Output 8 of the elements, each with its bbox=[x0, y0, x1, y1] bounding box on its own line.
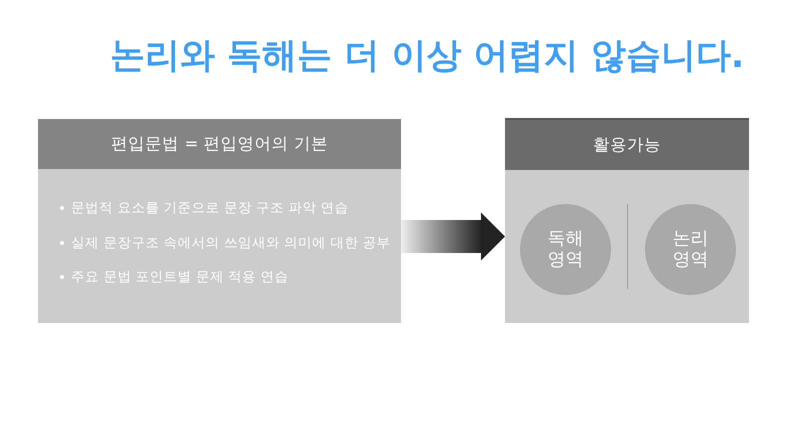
title: 논리와 독해는 더 이상 어렵지 않습니다. bbox=[110, 35, 744, 78]
block-arrow bbox=[401, 212, 505, 260]
panel bbox=[505, 118, 749, 323]
circle: 독해 영역 bbox=[520, 204, 611, 295]
panel bbox=[38, 119, 401, 323]
circle: 논리 영역 bbox=[645, 204, 736, 295]
panel-heading: 편입문법 = 편입영어의 기본 bbox=[38, 119, 401, 169]
panel-heading: 활용가능 bbox=[505, 118, 749, 170]
